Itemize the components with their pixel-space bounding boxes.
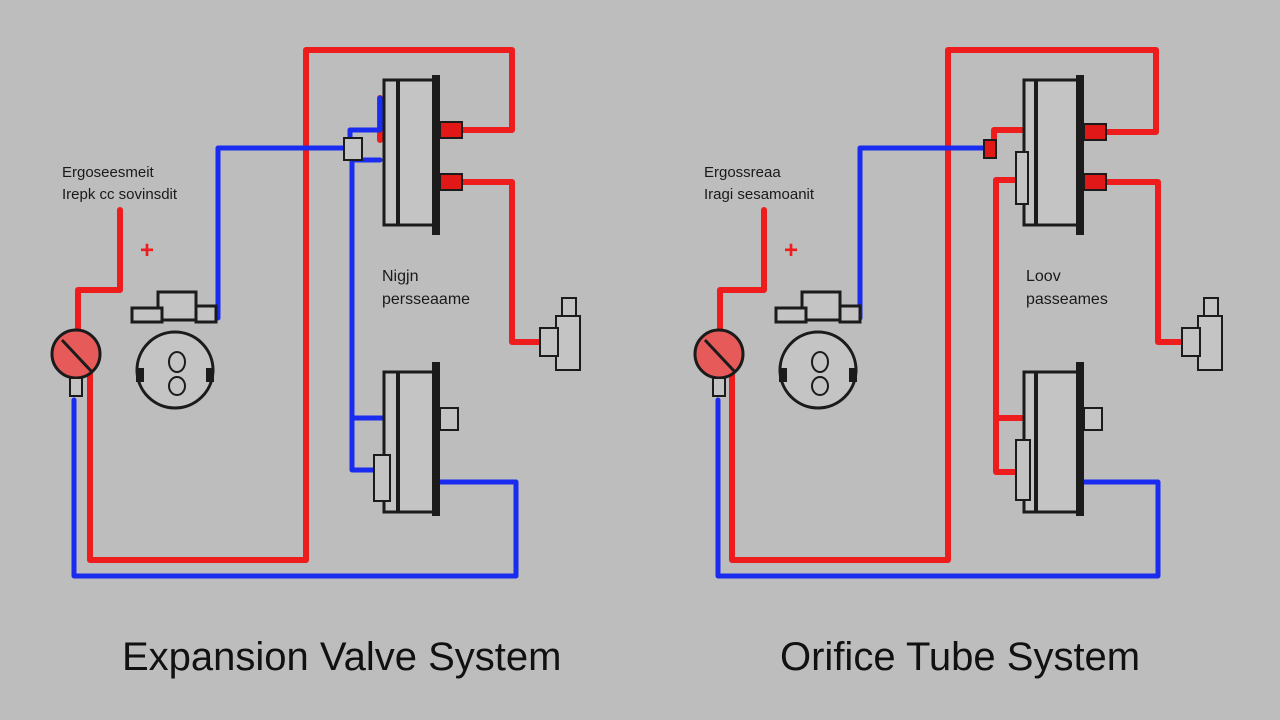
hot-line-to-fitting [459,179,551,345]
hot-line-loop [87,47,515,563]
pressure-label-line-1: Loov [1026,268,1061,285]
cold-line-return [715,397,1161,579]
diagram-caption: Expansion Valve System [122,635,561,679]
diagram-caption: Orifice Tube System [780,635,1140,679]
annotation-line-2: Irepk cc sovinsdit [62,186,178,203]
hot-line-gauge [75,207,123,343]
valve-fitting-icon [539,297,581,371]
expansion-valve-system-diagram: Ergoseesmeit Irepk cc sovinsdit + Nigjn … [50,47,581,679]
red-fitting [439,121,463,139]
hot-line-to-fitting [1103,179,1193,345]
compressor-icon [774,290,862,410]
plus-sign: + [140,237,154,264]
red-fitting [439,173,463,191]
annotation-line-1: Ergossreaa [704,164,781,181]
pressure-label-line-2: persseaame [382,291,470,308]
plus-sign: + [784,237,798,264]
orifice-tube-system-diagram: Ergossreaa Iragi sesamoanit + Loov passe… [693,47,1223,679]
compressor-icon [130,290,218,410]
lower-heat-exchanger [373,362,459,516]
upper-heat-exchanger [983,75,1107,235]
pressure-label-line-2: passeames [1026,291,1108,308]
hot-line-loop [729,47,1159,563]
pressure-gauge-icon [693,328,745,397]
lower-heat-exchanger [1015,362,1103,516]
cold-line-return [71,397,519,579]
red-fitting [1083,173,1107,191]
red-fitting [1083,123,1107,141]
red-fitting [983,139,997,159]
pressure-gauge-icon [50,328,102,397]
hot-line-evaporator [993,177,1027,475]
annotation-line-2: Iragi sesamoanit [704,186,815,203]
pressure-label-line-1: Nigjn [382,268,418,285]
upper-heat-exchanger [343,75,463,235]
valve-fitting-icon [1181,297,1223,371]
cold-line-evaporator [349,157,387,473]
hot-line-gauge [717,207,767,343]
annotation-line-1: Ergoseesmeit [62,164,155,181]
